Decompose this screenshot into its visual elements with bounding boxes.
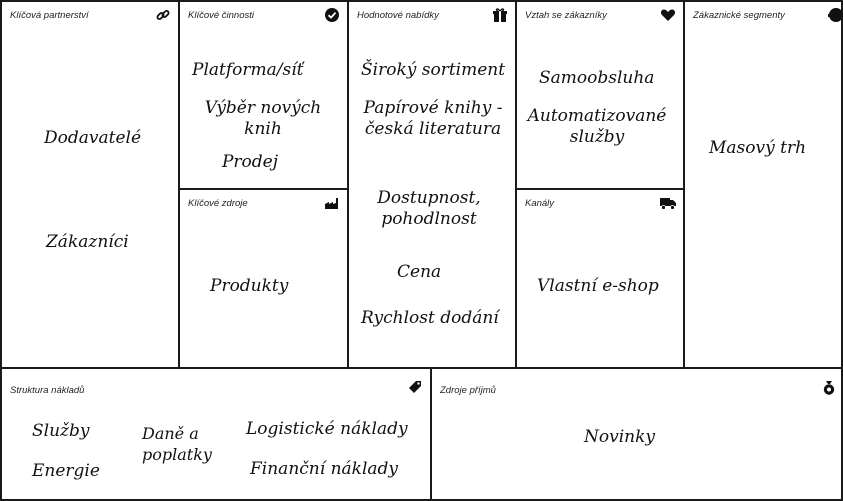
activity-item: Prodej [221,152,279,172]
key-resources-block: Klíčové zdroje Produkty [178,188,349,369]
customer-segments-block: Zákaznické segmenty Masový trh [683,0,843,369]
link-icon [155,7,171,23]
gift-icon [492,7,508,23]
cost-structure-block: Struktura nákladů Služby Daně a poplatky… [0,367,432,501]
activity-item: Platforma/síť [192,60,304,80]
cost-item: Energie [32,461,100,481]
value-item: Dostupnost, pohodlnost [377,188,481,229]
cost-item: Daně a poplatky [142,424,212,464]
channel-item: Vlastní e-shop [537,276,659,296]
truck-icon [660,195,676,211]
key-partners-block: Klíčová partnerství Dodavatelé Zákazníci [0,0,180,369]
value-propositions-block: Hodnotové nabídky Široký sortiment Papír… [347,0,517,369]
user-head-icon [827,7,843,23]
value-propositions-title: Hodnotové nabídky [357,10,439,21]
heart-icon [660,7,676,23]
key-activities-block: Klíčové činnosti Platforma/síť Výběr nov… [178,0,349,190]
customer-segments-title: Zákaznické segmenty [693,10,785,21]
cost-structure-title: Struktura nákladů [10,385,85,396]
channels-title: Kanály [525,198,555,209]
key-activities-title: Klíčové činnosti [188,10,255,21]
segment-item: Masový trh [709,138,807,158]
value-item: Rychlost dodání [361,308,499,328]
key-resources-title: Klíčové zdroje [188,198,248,209]
relationship-item: Samoobsluha [539,68,655,88]
tag-icon [407,379,423,395]
channels-block: Kanály Vlastní e-shop [515,188,685,369]
activity-item: Výběr nových knih [204,98,322,139]
relationship-item: Automatizované služby [527,106,667,147]
customer-relationships-block: Vztah se zákazníky Samoobsluha Automatiz… [515,0,685,190]
cost-item: Finanční náklady [250,459,399,479]
revenue-streams-block: Zdroje příjmů Novinky [430,367,843,501]
value-item: Široký sortiment [361,60,506,80]
resource-item: Produkty [210,276,289,296]
factory-icon [324,195,340,211]
cost-item: Služby [32,421,90,441]
cost-item: Logistické náklady [246,419,408,439]
revenue-streams-title: Zdroje příjmů [440,385,496,396]
money-bag-icon [821,379,837,395]
key-partners-title: Klíčová partnerství [10,10,89,21]
check-circle-icon [324,7,340,23]
value-item: Papírové knihy - česká literatura [363,98,503,139]
partner-item: Dodavatelé [44,128,142,148]
partner-item: Zákazníci [46,232,129,252]
customer-relationships-title: Vztah se zákazníky [525,10,607,21]
value-item: Cena [397,262,442,282]
revenue-item: Novinky [584,427,656,447]
